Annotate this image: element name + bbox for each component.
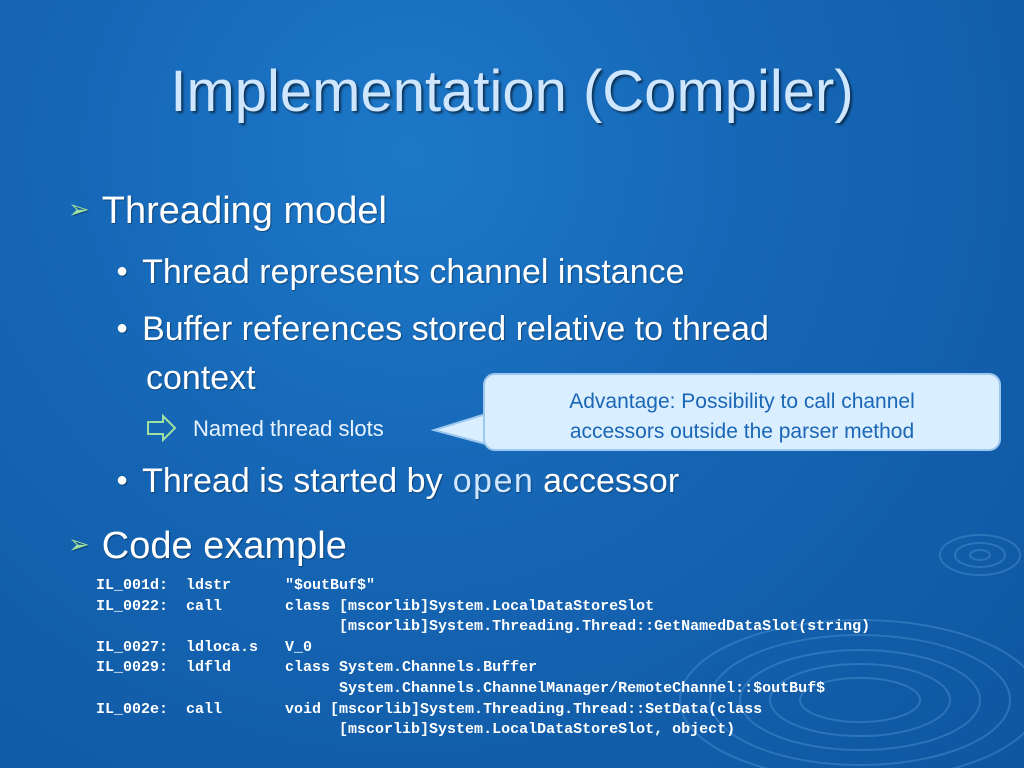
arrow-bullet-icon: ➢ [68,194,90,224]
code-line: System.Channels.ChannelManager/RemoteCha… [96,679,826,697]
dot-bullet-icon: ● [116,317,129,339]
callout-text: Advantage: Possibility to call channel a… [485,387,999,447]
arrow-bullet-icon: ➢ [68,529,90,559]
callout-line-2: accessors outside the parser method [569,420,915,443]
callout-pointer [430,413,487,445]
bullet-text: Code example [101,525,347,567]
inline-code-open: open [452,465,534,503]
code-block: IL_001d: ldstr "$outBuf$" IL_0022: call c… [96,576,870,741]
subbullet-text: Buffer references stored relative to thr… [142,310,769,348]
code-line: [mscorlib]System.LocalDataStoreSlot, obj… [96,721,736,739]
bullet-threading-model: ➢ Threading model [68,190,387,233]
dot-bullet-icon: ● [116,260,129,282]
subsubbullet-text: Named thread slots [193,416,384,441]
code-line: IL_0022: call class [mscorlib]System.Loc… [96,597,655,615]
callout-line-1: Advantage: Possibility to call channel [569,390,915,413]
subbullet-buffer-references: ● Buffer references stored relative to th… [116,310,769,349]
code-line: IL_002e: call void [mscorlib]System.Thre… [96,700,763,718]
code-line: IL_001d: ldstr "$outBuf$" [96,577,376,594]
dot-bullet-icon: ● [116,469,129,491]
subbullet-buffer-references-cont: context [146,359,256,397]
subbullet-text-prefix: Thread is started by [142,462,453,500]
subbullet-thread-represents: ● Thread represents channel instance [116,253,685,292]
code-line: [mscorlib]System.Threading.Thread::GetNa… [96,618,871,636]
advantage-callout: Advantage: Possibility to call channel a… [483,373,1001,451]
subbullet-thread-started: ● Thread is started by open accessor [116,462,679,503]
code-line: IL_0027: ldloca.s V_0 [96,638,313,656]
right-arrow-icon [147,414,177,442]
slide-title: Implementation (Compiler) [170,59,854,124]
code-line: IL_0029: ldfld class System.Channels.Buf… [96,659,538,677]
subbullet-text-suffix: accessor [533,462,680,500]
bullet-code-example: ➢ Code example [68,525,347,568]
subsubbullet-named-slots: Named thread slots [147,414,384,442]
subbullet-text: Thread represents channel instance [142,253,685,291]
bullet-text: Threading model [101,190,387,232]
